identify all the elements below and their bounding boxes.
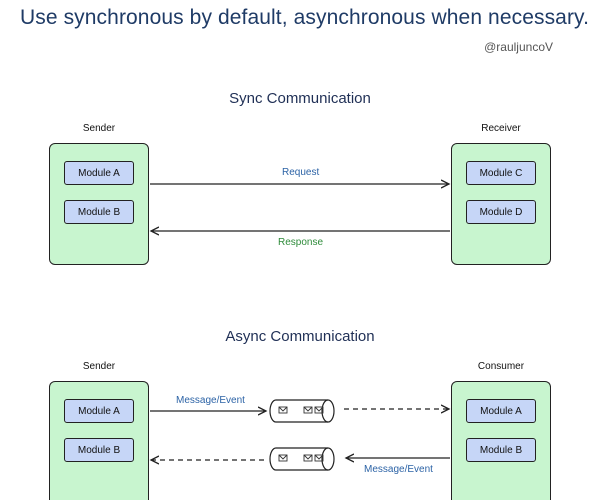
- sync-receiver-module-c: Module C: [466, 161, 536, 185]
- sync-section-title: Sync Communication: [229, 90, 371, 107]
- async-sender-label: Sender: [82, 361, 116, 372]
- async-consumer-module-a: Module A: [466, 399, 536, 423]
- async-consumer-box: Module A Module B: [451, 381, 551, 500]
- async-sender-module-b: Module B: [64, 438, 134, 462]
- author-handle: @rauljuncoV: [484, 40, 553, 54]
- async-sender-box: Module A Module B: [49, 381, 149, 500]
- async-bottom-message-label: Message/Event: [364, 464, 433, 475]
- sync-sender-label: Sender: [82, 123, 116, 134]
- sync-sender-box: Module A Module B: [49, 143, 149, 265]
- async-sender-module-a: Module A: [64, 399, 134, 423]
- envelope-icon: [278, 454, 324, 462]
- headline: Use synchronous by default, asynchronous…: [20, 6, 590, 29]
- sync-sender-module-b: Module B: [64, 200, 134, 224]
- sync-receiver-label: Receiver: [481, 123, 521, 134]
- response-label: Response: [278, 237, 324, 248]
- queue-icon: [269, 399, 335, 423]
- sync-sender-module-a: Module A: [64, 161, 134, 185]
- sync-receiver-box: Module C Module D: [451, 143, 551, 265]
- queue-icon: [269, 447, 335, 471]
- envelope-icon: [278, 406, 324, 414]
- request-label: Request: [282, 167, 320, 178]
- async-top-message-label: Message/Event: [176, 395, 245, 406]
- sync-receiver-module-d: Module D: [466, 200, 536, 224]
- async-consumer-module-b: Module B: [466, 438, 536, 462]
- async-section-title: Async Communication: [225, 328, 375, 345]
- async-consumer-label: Consumer: [477, 361, 525, 372]
